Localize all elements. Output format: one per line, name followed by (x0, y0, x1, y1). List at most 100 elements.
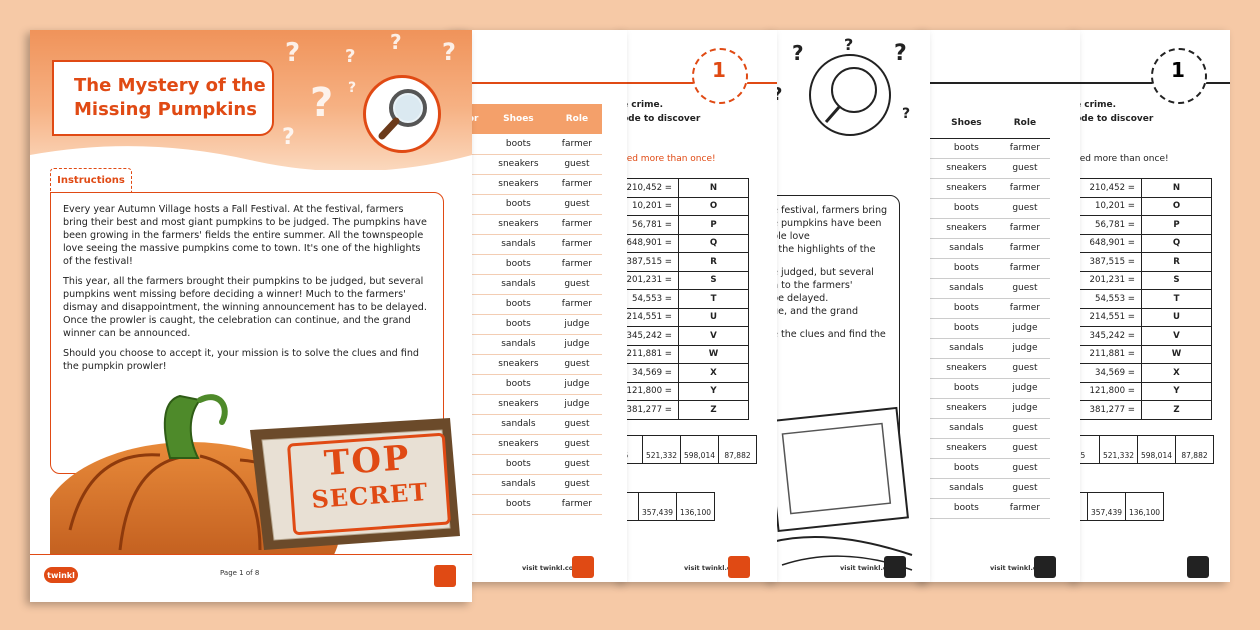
code-number: 214,551 = (1075, 307, 1142, 327)
visit-link[interactable]: visit twinkl.com (684, 564, 743, 572)
code-number: 210,452 = (1075, 178, 1142, 198)
code-letter: W (1141, 344, 1212, 364)
answer-cell: 357,439 (1087, 492, 1126, 521)
code-letter: Y (1141, 381, 1212, 401)
table-cell: sandals (485, 474, 552, 495)
twinkl-logo[interactable]: twinkl (44, 567, 78, 583)
code-letter: U (1141, 307, 1212, 327)
code-number: 210,452 = (622, 178, 679, 198)
table-row: 210,452 =N (622, 178, 749, 198)
table-row: 10,201 =O (622, 196, 749, 216)
code-number: 345,242 = (622, 326, 679, 346)
table-cell: guest (999, 358, 1050, 379)
table-row: wsandalsfarmer (452, 234, 602, 255)
table-cell: judge (551, 374, 602, 395)
top-secret-stamp: TOP SECRET (286, 432, 452, 536)
table-row: 34,569 =X (622, 363, 749, 383)
code-letter: Z (678, 400, 749, 420)
table-row: 345,242 =V (1075, 326, 1212, 346)
table-cell: judge (999, 378, 1050, 399)
code-number: 381,277 = (1075, 400, 1142, 420)
table-cell: boots (485, 294, 552, 315)
table-cell: sneakers (933, 358, 1000, 379)
table-cell: farmer (999, 178, 1050, 199)
table-row: 34,569 =X (1075, 363, 1212, 383)
svg-text:?: ? (792, 41, 804, 65)
table-row: 214,551 =U (1075, 307, 1212, 327)
question-mark-decoration: ? (345, 46, 356, 67)
magnifier-badge (363, 75, 441, 153)
code-number: 381,277 = (622, 400, 679, 420)
code-letter: X (1141, 363, 1212, 383)
code-number: 387,515 = (1075, 252, 1142, 272)
table-cell: boots (485, 134, 552, 155)
table-row: wbootsguest (922, 458, 1050, 479)
table-row: wbootsguest (452, 454, 602, 475)
code-letter: O (678, 196, 749, 216)
answer-cell: 521,332 (642, 435, 681, 464)
table-cell: boots (933, 378, 1000, 399)
table-row: 201,231 =S (622, 270, 749, 290)
table-cell: guest (551, 434, 602, 455)
visit-link[interactable]: visit twinkl.com (522, 564, 581, 572)
code-letter: S (1141, 270, 1212, 290)
twinkl-badge (434, 565, 456, 587)
svg-text:?: ? (772, 84, 782, 105)
code-number: 211,881 = (622, 344, 679, 364)
table-row: 54,553 =T (622, 289, 749, 309)
visit-link[interactable]: visit twinkl.com (840, 564, 899, 572)
table-row: 387,515 =R (1075, 252, 1212, 272)
table-cell: farmer (551, 234, 602, 255)
table-cell: sandals (485, 334, 552, 355)
table-cell: guest (551, 274, 602, 295)
code-letter: R (1141, 252, 1212, 272)
worksheet-page-code-bw: 1 e crime. ode to discover sed more than… (1075, 30, 1230, 582)
table-cell: boots (933, 138, 1000, 159)
table-row: 54,553 =T (1075, 289, 1212, 309)
table-cell: sneakers (933, 218, 1000, 239)
code-letter: Q (1141, 233, 1212, 253)
crime-instructions: e crime. ode to discover (622, 100, 701, 124)
code-letter: T (1141, 289, 1212, 309)
code-letter: O (1141, 196, 1212, 216)
roles-table-header: Role (999, 108, 1050, 139)
answer-cell: 136,100 (676, 492, 715, 521)
visit-link[interactable]: visit twinkl.com (990, 564, 1049, 572)
table-cell: sandals (933, 478, 1000, 499)
table-row: 211,881 =W (1075, 344, 1212, 364)
story-paragraph: Should you choose to accept it, your mis… (63, 348, 420, 372)
roles-table-header: Shoes (485, 104, 552, 134)
code-number: 121,800 = (1075, 381, 1142, 401)
svg-text:?: ? (844, 35, 853, 54)
code-letter: Q (678, 233, 749, 253)
code-letter: R (678, 252, 749, 272)
instructions-tab: Instructions (50, 168, 132, 192)
clue-number-badge: 1 (1151, 48, 1207, 104)
table-cell: boots (933, 258, 1000, 279)
code-letter: P (1141, 215, 1212, 235)
table-row: 345,242 =V (622, 326, 749, 346)
table-cell: judge (999, 338, 1050, 359)
code-number: 121,800 = (622, 381, 679, 401)
roles-table-header: Shoes (933, 108, 1000, 139)
table-cell: sandals (485, 414, 552, 435)
twinkl-badge (1034, 556, 1056, 578)
code-number: 387,515 = (622, 252, 679, 272)
table-cell: farmer (999, 218, 1050, 239)
